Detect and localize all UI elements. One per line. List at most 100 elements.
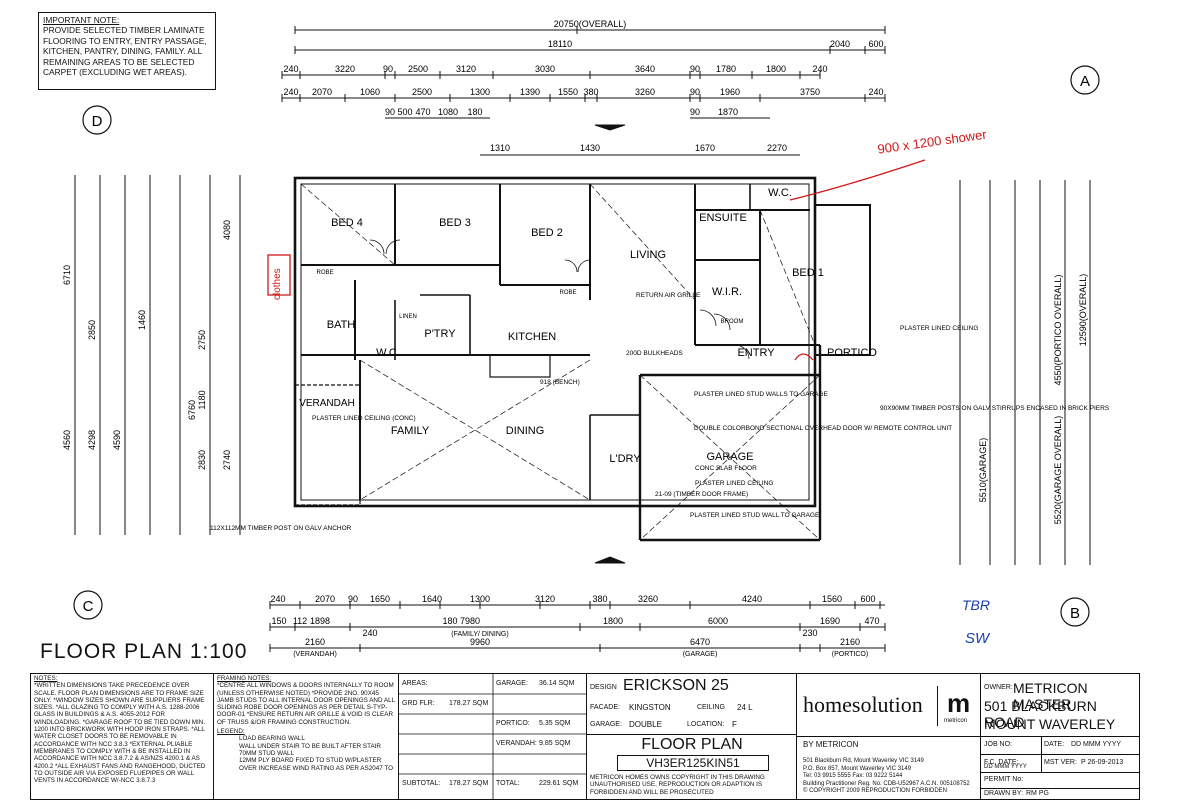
dim-right-overall: 12590(OVERALL) xyxy=(1078,274,1088,347)
verandah-area-label: VERANDAH: xyxy=(496,740,537,747)
grid-label-d: D xyxy=(92,113,103,130)
dim-b2-3: 180 xyxy=(442,616,457,626)
dim-top2-2: 90 xyxy=(383,64,393,74)
dim-left-overall2: 6760 xyxy=(187,400,197,420)
plan-title: FLOOR PLAN 1:100 xyxy=(40,640,248,663)
dim-b1-1: 2070 xyxy=(315,594,335,604)
brand-name: homesolution xyxy=(803,692,923,717)
dim-b3-4: 230 xyxy=(802,628,817,638)
mst-value: P 26-09-2013 xyxy=(1081,759,1124,766)
garage-area-value: 36.14 SQM xyxy=(539,680,575,687)
garage-type-value: DOUBLE xyxy=(629,720,662,729)
ceiling-value: 24 L xyxy=(737,703,753,712)
dim-b3-2: 9960 xyxy=(470,637,490,647)
dim-plan-top-1: 1430 xyxy=(580,143,600,153)
note-slab: CONC SLAB FLOOR xyxy=(695,465,757,472)
sheet-title: FLOOR PLAN xyxy=(641,736,743,753)
owner-line-1: 501 BLACKBURN ROAD xyxy=(984,698,1097,730)
garage-type-label: GARAGE: xyxy=(590,721,622,728)
note-garage-wall: PLASTER LINED STUD WALL TO GARAGE xyxy=(690,512,820,519)
tb-framing-heading: FRAMING NOTES: xyxy=(217,675,272,682)
dim-b2-4: 7980 xyxy=(460,616,480,626)
note-garage-walls: PLASTER LINED STUD WALLS TO GARAGE xyxy=(694,391,829,398)
fc-value: DD MMM YYYY xyxy=(984,764,1027,770)
areas-label: AREAS: xyxy=(402,680,428,687)
note-timber-frame: 21-09 (TIMBER DOOR FRAME) xyxy=(655,491,748,498)
tb-legend-0: LOAD BEARING WALL xyxy=(239,735,305,743)
dim-left-4: 1460 xyxy=(137,310,147,330)
dim-b1-0: 240 xyxy=(270,594,285,604)
brand-logo-sub: metricon xyxy=(944,718,968,724)
dim-top4-3: 1080 xyxy=(438,107,458,117)
dim-top2-1: 3220 xyxy=(335,64,355,74)
note-door: DOUBLE COLORBOND SECTIONAL OVERHEAD DOOR… xyxy=(694,425,952,432)
location-value: F xyxy=(732,720,737,729)
dim-left-0: 4560 xyxy=(62,430,72,450)
grid-label-c: C xyxy=(83,598,94,615)
drawn-value: RM PG xyxy=(1026,790,1049,797)
dim-top3-1: 2070 xyxy=(312,87,332,97)
dim-plan-top-3: 2270 xyxy=(767,143,787,153)
shower-leader xyxy=(789,159,926,201)
dim-top2-5: 3030 xyxy=(535,64,555,74)
room-ensuite: ENSUITE xyxy=(699,212,747,224)
dim-top4-0: 90 xyxy=(385,107,395,117)
portico-markup-curve xyxy=(794,353,814,361)
grid-bubble-d xyxy=(82,105,112,135)
tbr-note: TBR xyxy=(962,597,990,613)
dim-top3-2: 1060 xyxy=(360,87,380,97)
note-post2: 112X112MM TIMBER POST ON GALV ANCHOR xyxy=(210,525,352,532)
dim-b3-0: 2160 xyxy=(305,637,325,647)
room-dining: DINING xyxy=(506,425,545,437)
location-label: LOCATION: xyxy=(687,721,725,728)
dim-plan-top-2: 1670 xyxy=(695,143,715,153)
dim-right-overall2: 5520(GARAGE OVERALL) xyxy=(1053,416,1063,525)
important-note-box: IMPORTANT NOTE: PROVIDE SELECTED TIMBER … xyxy=(38,12,216,90)
fc-label: F.C. DATE: xyxy=(984,759,1019,766)
dim-top2-10: 240 xyxy=(812,64,827,74)
room-portico: PORTICO xyxy=(827,347,877,359)
room-bed1: BED 1 xyxy=(792,267,824,279)
clothes-markup-box xyxy=(267,254,291,296)
sheet-code: VH3ER125KIN51 xyxy=(617,755,769,771)
mst-label: MST VER: xyxy=(1044,759,1077,766)
dim-top4-6: 1870 xyxy=(718,107,738,117)
grid-bubble-b xyxy=(1060,597,1090,627)
dim-top4-2: 470 xyxy=(415,107,430,117)
tb-notes: NOTES: *WRITTEN DIMENSIONS TAKE PRECEDEN… xyxy=(31,674,214,799)
verandah-outline xyxy=(294,384,361,506)
dim-top3-8: 3260 xyxy=(635,87,655,97)
dim-left-8: 2830 xyxy=(197,450,207,470)
dim-b2-5: 1800 xyxy=(603,616,623,626)
note-return-air: RETURN AIR GRILLE xyxy=(636,292,701,299)
dim-b3-label-0: (VERANDAH) xyxy=(293,651,337,658)
brand-logo-m: m xyxy=(947,688,971,718)
room-bath: BATH xyxy=(327,319,356,331)
dim-b3-label-3: (PORTICO) xyxy=(832,651,868,658)
portico-area-label: PORTICO: xyxy=(496,720,530,727)
room-garage: GARAGE xyxy=(706,451,753,463)
owner-line-0: METRICON MASTER xyxy=(1013,680,1088,712)
dim-top3-6: 1550 xyxy=(558,87,578,97)
dim-b1-11: 600 xyxy=(860,594,875,604)
tb-framing: FRAMING NOTES: *CENTRE ALL WINDOWS & DOO… xyxy=(214,674,399,799)
dim-b2-8: 470 xyxy=(864,616,879,626)
tb-legend-1: WALL UNDER STAIR TO BE BUILT AFTER STAIR… xyxy=(239,742,381,757)
dim-b1-7: 380 xyxy=(592,594,607,604)
owner-line-2: MOUNT WAVERLEY xyxy=(984,716,1116,732)
permit-label: PERMIT No: xyxy=(984,776,1024,783)
dim-b3-1: 240 xyxy=(362,628,377,638)
room-wir: W.I.R. xyxy=(712,286,742,298)
note-bulkheads: 200D BULKHEADS xyxy=(626,350,683,357)
owner-label: OWNER: xyxy=(984,684,1013,691)
dim-left-1: 4298 xyxy=(87,430,97,450)
grd-flr-value: 178.27 SQM xyxy=(449,700,489,707)
dim-top1b: 2040 xyxy=(830,39,850,49)
tb-framing-body: *CENTRE ALL WINDOWS & DOORS INTERNALLY T… xyxy=(217,682,395,726)
total-value: 229.61 SQM xyxy=(539,780,579,787)
dim-b3-3: 6470 xyxy=(690,637,710,647)
grid-bubble-c xyxy=(73,590,103,620)
dim-b1-8: 3260 xyxy=(638,594,658,604)
clothes-note: clothes xyxy=(272,268,283,300)
dim-left-5: 4080 xyxy=(222,220,232,240)
